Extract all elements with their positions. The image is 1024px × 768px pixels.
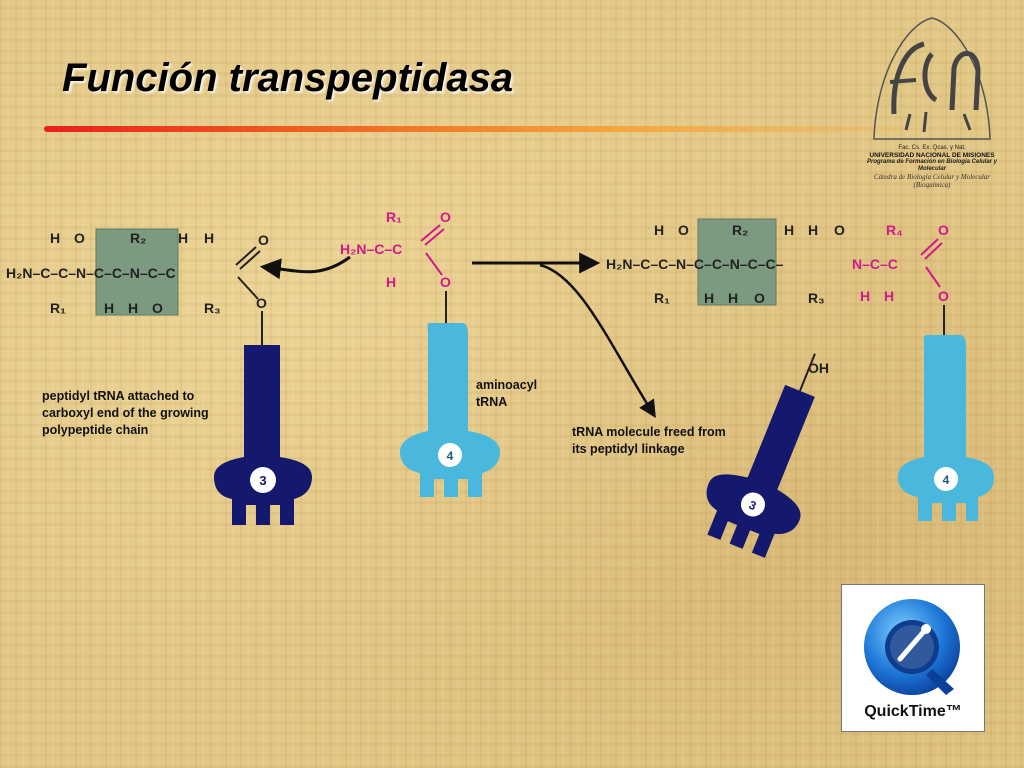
peptidyl-trna: 3 [214, 311, 312, 525]
svg-text:O: O [834, 222, 845, 238]
svg-text:O: O [440, 209, 451, 225]
quicktime-logo-icon [864, 599, 960, 695]
svg-text:O: O [258, 232, 269, 248]
quicktime-label: QuickTime™ [864, 703, 962, 720]
trna-number-mid: 4 [447, 449, 454, 463]
caption-freed-2: its peptidyl linkage [572, 442, 685, 456]
logo-university: UNIVERSIDAD NACIONAL DE MISIONES [869, 151, 995, 159]
svg-text:N–C–C: N–C–C [852, 256, 898, 272]
quicktime-media-button[interactable]: QuickTime™ [841, 584, 985, 732]
svg-text:O: O [152, 300, 163, 316]
caption-peptidyl-2: carboxyl end of the growing [42, 406, 209, 420]
hydroxyl-label: OH [808, 360, 829, 376]
svg-text:H: H [104, 300, 114, 316]
svg-text:H: H [654, 222, 664, 238]
caption-aminoacyl-2: tRNA [476, 395, 507, 409]
svg-text:O: O [440, 274, 451, 290]
svg-text:R₃: R₃ [204, 300, 221, 316]
svg-text:H: H [784, 222, 794, 238]
aminoacyl-trna: 4 [400, 291, 500, 497]
svg-text:H: H [860, 288, 870, 304]
svg-text:O: O [938, 288, 949, 304]
svg-text:O: O [74, 230, 85, 246]
svg-text:H: H [204, 230, 214, 246]
aminoacyl-amino-acid: R₁ O H₂N–C–C H O [340, 209, 451, 290]
title-underline [44, 126, 924, 132]
transfer-arrow [259, 255, 351, 280]
logo-caption: Fac. Cs. Ex. Qcas. y Nat. UNIVERSIDAD NA… [866, 145, 998, 189]
logo-faculty: Fac. Cs. Ex. Qcas. y Nat. [898, 145, 966, 151]
svg-text:H: H [884, 288, 894, 304]
logo-program: Programa de Formación en Biología Celula… [866, 159, 998, 173]
svg-text:H: H [50, 230, 60, 246]
svg-text:H₂N–C–C–N–C–C–N–C–C: H₂N–C–C–N–C–C–N–C–C [6, 265, 176, 281]
svg-text:O: O [754, 290, 765, 306]
svg-text:R₁: R₁ [654, 290, 670, 306]
caption-aminoacyl-1: aminoacyl [476, 378, 537, 392]
caption-peptidyl-1: peptidyl tRNA attached to [42, 389, 195, 403]
side-chain-box-left [95, 228, 179, 316]
side-chain-box-right [697, 218, 777, 306]
svg-text:H: H [728, 290, 738, 306]
svg-text:R₂: R₂ [732, 222, 748, 238]
trna-number-right: 4 [943, 473, 950, 487]
svg-text:O: O [938, 222, 949, 238]
caption-peptidyl-3: polypeptide chain [42, 423, 148, 437]
svg-text:R₃: R₃ [808, 290, 825, 306]
svg-text:R₁: R₁ [50, 300, 66, 316]
product-trna: 4 [898, 305, 994, 521]
svg-text:H₂N–C–C: H₂N–C–C [340, 241, 402, 257]
svg-text:R₂: R₂ [130, 230, 146, 246]
freed-trna: 3 [706, 353, 816, 558]
svg-text:H₂N–C–C–N–C–C–N–C–C–: H₂N–C–C–N–C–C–N–C–C– [606, 256, 784, 272]
caption-freed-1: tRNA molecule freed from [572, 425, 726, 439]
svg-text:O: O [256, 295, 267, 311]
slide-title: Función transpeptidasa [62, 56, 514, 100]
trna-number-left: 3 [259, 473, 266, 488]
release-arrow [539, 263, 656, 418]
svg-text:H: H [128, 300, 138, 316]
svg-text:R₄: R₄ [886, 222, 903, 238]
svg-text:H: H [808, 222, 818, 238]
university-logo [873, 17, 991, 140]
svg-text:R₁: R₁ [386, 209, 402, 225]
svg-text:O: O [678, 222, 689, 238]
svg-text:H: H [386, 274, 396, 290]
svg-text:H: H [704, 290, 714, 306]
trna-number-free: 3 [747, 498, 759, 514]
logo-chair: Cátedra de Biología Celular y Molecular … [873, 173, 991, 190]
svg-text:H: H [178, 230, 188, 246]
